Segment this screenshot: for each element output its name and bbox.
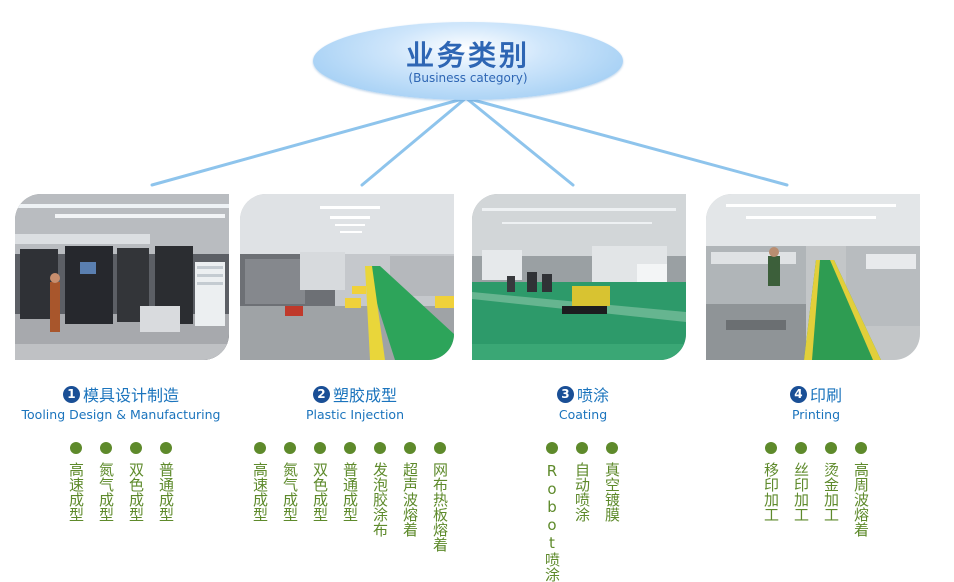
bullet-dot	[374, 442, 386, 454]
bullet-dot	[160, 442, 172, 454]
list-item: 高速成型	[66, 442, 86, 522]
bullet-dot	[576, 442, 588, 454]
photo-printing	[706, 194, 920, 360]
category-4-heading: 4 印刷 Printing	[686, 382, 946, 422]
bullet-dot	[70, 442, 82, 454]
list-item: 丝印加工	[791, 442, 811, 522]
bullet-dot	[855, 442, 867, 454]
bullet-dot	[130, 442, 142, 454]
list-item: 氮气成型	[280, 442, 300, 522]
number-badge: 3	[556, 385, 574, 403]
list-item: 真空镀膜	[602, 442, 622, 522]
bullet-dot	[795, 442, 807, 454]
category-subtitle: Tooling Design & Manufacturing	[21, 407, 221, 422]
list-item: 移印加工	[761, 442, 781, 522]
category-subtitle: Coating	[558, 407, 608, 422]
category-title: 塑胶成型	[332, 386, 397, 405]
number-badge: 4	[789, 385, 807, 403]
bullet-dot	[254, 442, 266, 454]
list-item: Robot喷涂	[542, 442, 562, 582]
number-badge: 2	[312, 385, 330, 403]
header-bubble: 业务类别 (Business category)	[313, 22, 623, 100]
list-item: 烫金加工	[821, 442, 841, 522]
category-subtitle: Printing	[791, 407, 841, 422]
category-2-heading: 2 塑胶成型 Plastic Injection	[225, 382, 485, 422]
bullet-dot	[314, 442, 326, 454]
connector-lines	[150, 96, 789, 187]
category-3-heading: 3 喷涂 Coating	[453, 382, 713, 422]
list-item: 超声波熔着	[400, 442, 420, 537]
list-item: 网布热板熔着	[430, 442, 450, 552]
bullet-dot	[606, 442, 618, 454]
list-item: 发泡胶涂布	[370, 442, 390, 537]
page-title: 业务类别	[405, 39, 530, 72]
list-item: 高速成型	[250, 442, 270, 522]
list-item: 氮气成型	[96, 442, 116, 522]
list-item: 高周波熔着	[851, 442, 871, 537]
page-subtitle: (Business category)	[408, 71, 528, 85]
category-title: 模具设计制造	[82, 386, 179, 405]
bullet-dot	[344, 442, 356, 454]
category-title: 喷涂	[576, 386, 609, 405]
bullet-dot	[546, 442, 558, 454]
bullet-dot	[765, 442, 777, 454]
list-item: 自动喷涂	[572, 442, 592, 522]
photo-plastic-injection	[240, 194, 454, 360]
photo-tooling	[15, 194, 229, 360]
bullet-dot	[284, 442, 296, 454]
category-1-heading: 1 模具设计制造 Tooling Design & Manufacturing	[0, 382, 251, 422]
category-subtitle: Plastic Injection	[306, 407, 404, 422]
bullet-dot	[404, 442, 416, 454]
bullet-dot	[825, 442, 837, 454]
category-title: 印刷	[809, 386, 842, 405]
bullet-dot	[434, 442, 446, 454]
number-badge: 1	[62, 385, 80, 403]
list-item: 双色成型	[126, 442, 146, 522]
bullet-dot	[100, 442, 112, 454]
photo-coating	[472, 194, 686, 360]
list-item: 普通成型	[340, 442, 360, 522]
list-item: 双色成型	[310, 442, 330, 522]
list-item: 普通成型	[156, 442, 176, 522]
